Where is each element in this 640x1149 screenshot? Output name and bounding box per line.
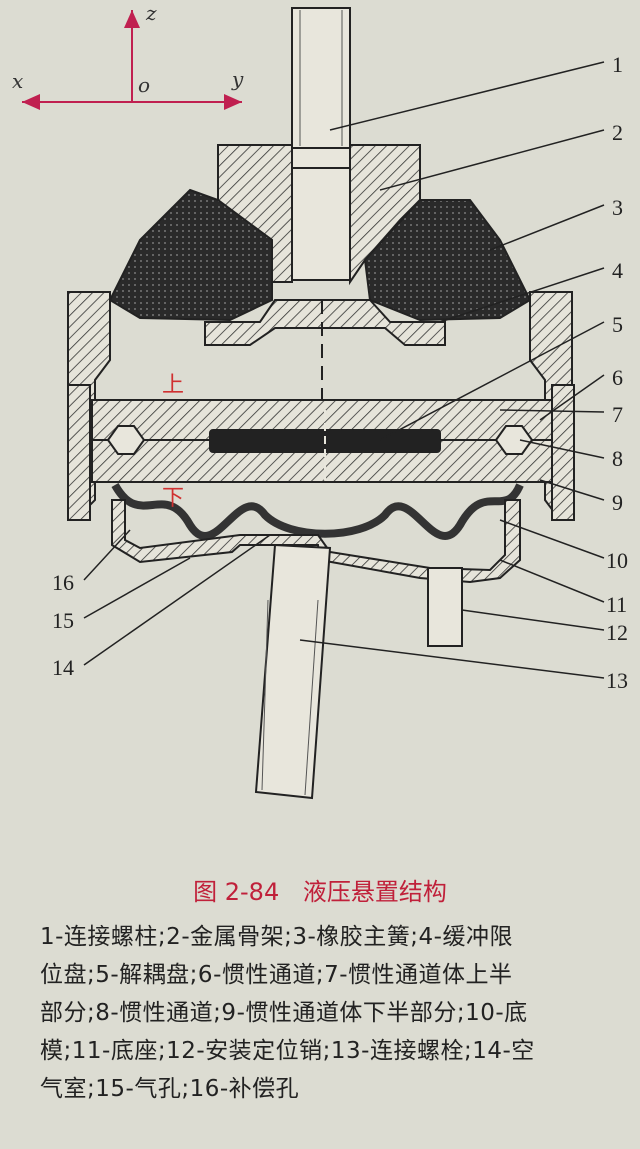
bottom-membrane: [111, 482, 524, 540]
callout-6: 6: [612, 365, 623, 390]
callout-9: 9: [612, 490, 623, 515]
parts-legend: 1-连接螺柱;2-金属骨架;3-橡胶主簧;4-缓冲限 位盘;5-解耦盘;6-惯性…: [40, 918, 620, 1108]
inertia-channel-hex-right: [494, 425, 534, 455]
base: [111, 499, 521, 584]
legend-line: 气室;15-气孔;16-补偿孔: [40, 1076, 300, 1102]
callout-4: 4: [612, 258, 623, 283]
buffer-limit-plate: [204, 299, 446, 346]
figure-caption: 图 2-84 液压悬置结构: [0, 872, 640, 907]
callout-2: 2: [612, 120, 623, 145]
figure-title: 液压悬置结构: [302, 878, 447, 906]
upper-chamber-label: 上: [162, 373, 184, 398]
callout-13: 13: [606, 668, 628, 693]
axis-y-label: y: [231, 67, 244, 91]
housing-wall-left: [67, 384, 91, 521]
figure-number: 图 2-84: [193, 878, 280, 906]
rubber-main-spring-right: [363, 199, 532, 322]
locating-pin: [427, 567, 463, 647]
axis-z-label: z: [145, 1, 157, 25]
callout-10: 10: [606, 548, 628, 573]
leader-lines: [83, 61, 605, 679]
callout-8: 8: [612, 446, 623, 471]
callout-numbers: 1 2 3 4 5 6 7 8 9 10 11 12 13 14 15 16: [52, 52, 628, 693]
callout-1: 1: [612, 52, 623, 77]
rubber-main-spring: [108, 188, 273, 322]
axis-x-label: x: [12, 69, 23, 93]
callout-3: 3: [612, 195, 623, 220]
coordinate-axes: z x y o: [12, 1, 244, 110]
lower-chamber-label: 下: [162, 486, 184, 511]
hydraulic-mount-diagram: z x y o 上 下: [12, 1, 628, 800]
legend-line: 1-连接螺柱;2-金属骨架;3-橡胶主簧;4-缓冲限: [40, 924, 513, 950]
housing-wall-right: [551, 384, 575, 521]
inertia-channel-hex-left: [106, 425, 146, 455]
callout-16: 16: [52, 570, 74, 595]
axis-origin-label: o: [138, 73, 150, 97]
callout-5: 5: [612, 312, 623, 337]
connecting-bolt: [254, 543, 332, 800]
callout-11: 11: [606, 592, 627, 617]
legend-line: 位盘;5-解耦盘;6-惯性通道;7-惯性通道体上半: [40, 962, 513, 988]
legend-line: 部分;8-惯性通道;9-惯性通道体下半部分;10-底: [40, 1000, 528, 1026]
callout-7: 7: [612, 402, 623, 427]
callout-14: 14: [52, 655, 74, 680]
callout-15: 15: [52, 608, 74, 633]
legend-line: 模;11-底座;12-安装定位销;13-连接螺栓;14-空: [40, 1038, 535, 1064]
callout-12: 12: [606, 620, 628, 645]
